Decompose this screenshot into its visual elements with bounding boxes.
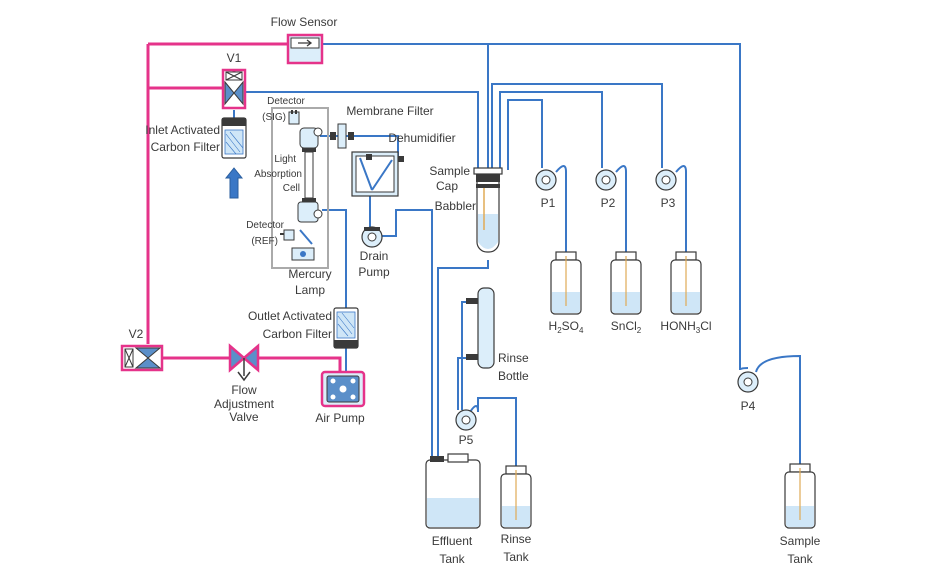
detector-box (271, 107, 329, 269)
pump-p1 (535, 169, 557, 191)
detector-ref-label-line2: (REF) (251, 236, 278, 247)
detector-sig-label-line1: Detector (267, 96, 305, 107)
sample-tank-label-line2: Tank (787, 552, 813, 566)
labels: Flow Sensor V1 Inlet Activated Carbon Fi… (129, 15, 821, 566)
flow-adjustment-valve (228, 343, 260, 382)
air-pump-label: Air Pump (315, 411, 365, 425)
flow-adjustment-label-line1: Flow (231, 383, 257, 397)
h2so4-label: H2SO4 (549, 319, 584, 335)
air-loop (146, 42, 342, 372)
inlet-filter-label-line2: Carbon Filter (151, 140, 220, 154)
babbler (473, 167, 503, 253)
pump-p2 (595, 169, 617, 191)
p3-label: P3 (661, 196, 676, 210)
babbler-label: Babbler (435, 199, 476, 213)
light-absorption-label-line3: Cell (283, 183, 300, 194)
drain-pump (361, 226, 383, 248)
membrane-filter-label: Membrane Filter (346, 104, 433, 118)
dehumidifier (351, 151, 404, 197)
flow-adjustment-label-line3: Valve (229, 410, 258, 424)
liquid-lines (233, 43, 801, 478)
effluent-tank (425, 453, 481, 529)
bottle-honh3cl (670, 251, 702, 315)
sncl2-label: SnCl2 (611, 319, 642, 335)
mercury-lamp-label-line1: Mercury (288, 267, 331, 281)
rinse-bottle (466, 287, 495, 369)
pump-p3 (655, 169, 677, 191)
sample-cap-label-line2: Cap (436, 179, 458, 193)
bottle-h2so4 (550, 251, 582, 315)
outlet-filter-label-line2: Carbon Filter (263, 327, 332, 341)
rinse-bottle-label-line2: Bottle (498, 369, 529, 383)
sample-tank-label-line1: Sample (780, 534, 821, 548)
rinse-tank-label-line2: Tank (503, 550, 529, 564)
air-pump (320, 370, 366, 408)
rinse-tank (500, 465, 532, 529)
flow-sensor (286, 33, 324, 65)
p1-label: P1 (541, 196, 556, 210)
bottle-sncl2 (610, 251, 642, 315)
inlet-arrow-icon (224, 167, 244, 199)
sample-cap-label-line1: Sample (429, 164, 470, 178)
v2-valve (120, 344, 164, 372)
drain-pump-label-line1: Drain (360, 249, 389, 263)
rinse-tank-label-line1: Rinse (501, 532, 532, 546)
dehumidifier-label: Dehumidifier (388, 131, 455, 145)
mercury-lamp-label-line2: Lamp (295, 283, 325, 297)
light-absorption-label-line1: Light (274, 154, 296, 165)
v1-valve (221, 68, 247, 110)
outlet-filter-label-line1: Outlet Activated (248, 309, 332, 323)
flow-sensor-label: Flow Sensor (271, 15, 338, 29)
pump-p5 (455, 409, 477, 431)
inlet-carbon-filter (221, 117, 247, 159)
detector-sig-label-line2: (SIG) (262, 112, 286, 123)
outlet-carbon-filter (333, 307, 359, 349)
drain-pump-label-line2: Pump (358, 265, 390, 279)
effluent-tank-label-line1: Effluent (432, 534, 473, 548)
rinse-bottle-label-line1: Rinse (498, 351, 529, 365)
honh3cl-label: HONH3Cl (660, 319, 711, 335)
effluent-tank-label-line2: Tank (439, 552, 465, 566)
flow-adjustment-label-line2: Adjustment (214, 397, 275, 411)
light-absorption-label-line2: Absorption (254, 169, 302, 180)
detector-ref-label-line1: Detector (246, 220, 284, 231)
p5-label: P5 (459, 433, 474, 447)
p2-label: P2 (601, 196, 616, 210)
v1-label: V1 (227, 51, 242, 65)
v2-label: V2 (129, 327, 144, 341)
membrane-filter (330, 123, 354, 149)
sample-tank (784, 463, 816, 529)
p4-label: P4 (741, 399, 756, 413)
inlet-filter-label-line1: Inlet Activated (145, 123, 220, 137)
pump-p4 (737, 371, 759, 393)
